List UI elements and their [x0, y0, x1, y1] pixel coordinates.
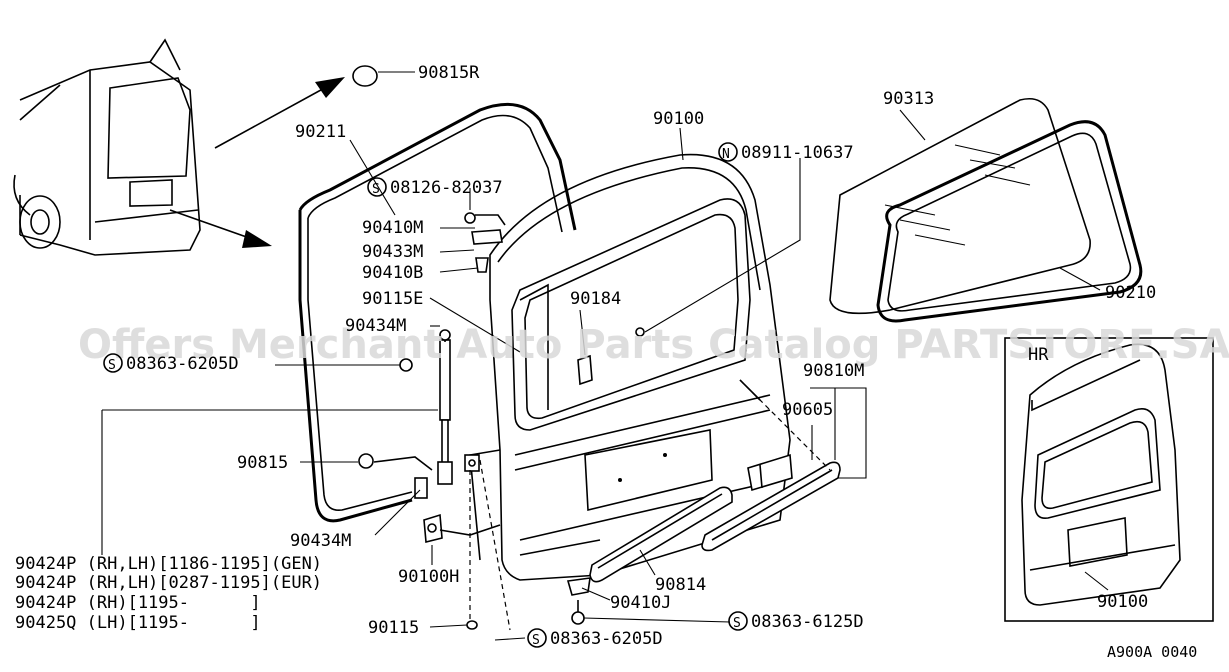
label-90815R: 90815R	[418, 63, 480, 83]
screw-symbol-letter: S	[108, 358, 116, 373]
label-90434M-top: 90434M	[345, 316, 406, 336]
label-90313: 90313	[883, 89, 934, 109]
weatherstrip-90211	[298, 102, 577, 523]
label-08363-6205D-bottom: 08363-6205D	[550, 629, 663, 649]
screw-symbol-letter: S	[532, 633, 540, 648]
label-90211: 90211	[295, 122, 346, 142]
direction-arrows	[169, 77, 345, 248]
label-08911-10637: 08911-10637	[741, 143, 854, 163]
label-90433M: 90433M	[362, 242, 423, 262]
label-90410J: 90410J	[610, 593, 671, 613]
back-window-glass-90313	[829, 97, 1091, 315]
label-90100: 90100	[653, 109, 704, 129]
dashed-guides	[469, 379, 831, 631]
screw-symbol-icon	[527, 628, 547, 648]
finisher-90814	[589, 486, 733, 583]
screw-symbol-icon	[728, 611, 748, 631]
leader-lines	[101, 71, 1109, 641]
back-door-90100	[469, 153, 791, 581]
label-08363-6125D: 08363-6125D	[751, 612, 864, 632]
label-90434M-bottom: 90434M	[290, 531, 351, 551]
note-line-1: 90424P (RH,LH)[1186-1195](GEN)	[15, 554, 322, 574]
glass-weatherstrip-90210	[876, 120, 1143, 323]
hardware-parts	[352, 65, 645, 630]
label-90410M: 90410M	[362, 218, 423, 238]
note-line-3: 90424P (RH)[1195- ]	[15, 593, 261, 613]
label-90115E: 90115E	[362, 289, 423, 309]
label-08126-82037: 08126-82037	[390, 178, 503, 198]
nut-symbol-icon	[718, 142, 738, 162]
screw-symbol-letter: S	[372, 182, 380, 197]
label-90815: 90815	[237, 453, 288, 473]
label-90810M: 90810M	[803, 361, 864, 381]
drawing-code: A900A 0040	[1107, 643, 1197, 661]
watermark-text: Offers Merchant Auto Parts Catalog PARTS…	[78, 322, 1229, 368]
label-90184: 90184	[570, 289, 621, 309]
label-90605: 90605	[782, 400, 833, 420]
label-90115: 90115	[368, 618, 419, 638]
note-line-2: 90424P (RH,LH)[0287-1195](EUR)	[15, 573, 322, 593]
nut-symbol-letter: N	[722, 147, 730, 162]
label-90410B: 90410B	[362, 263, 423, 283]
inset-hr-variant	[1004, 337, 1214, 622]
gas-stay-90434M	[437, 329, 453, 485]
inset-title: HR	[1028, 345, 1049, 365]
label-90100-inset: 90100	[1097, 592, 1148, 612]
screw-symbol-icon	[367, 177, 387, 197]
label-90210: 90210	[1105, 283, 1156, 303]
screw-symbol-icon	[103, 353, 123, 373]
screw-symbol-letter: S	[733, 616, 741, 631]
note-line-4: 90425Q (LH)[1195- ]	[15, 613, 261, 633]
label-90100H: 90100H	[398, 567, 459, 587]
vehicle-reference-drawing	[13, 38, 201, 256]
label-90814: 90814	[655, 575, 706, 595]
label-08363-6205D-left: 08363-6205D	[126, 354, 239, 374]
